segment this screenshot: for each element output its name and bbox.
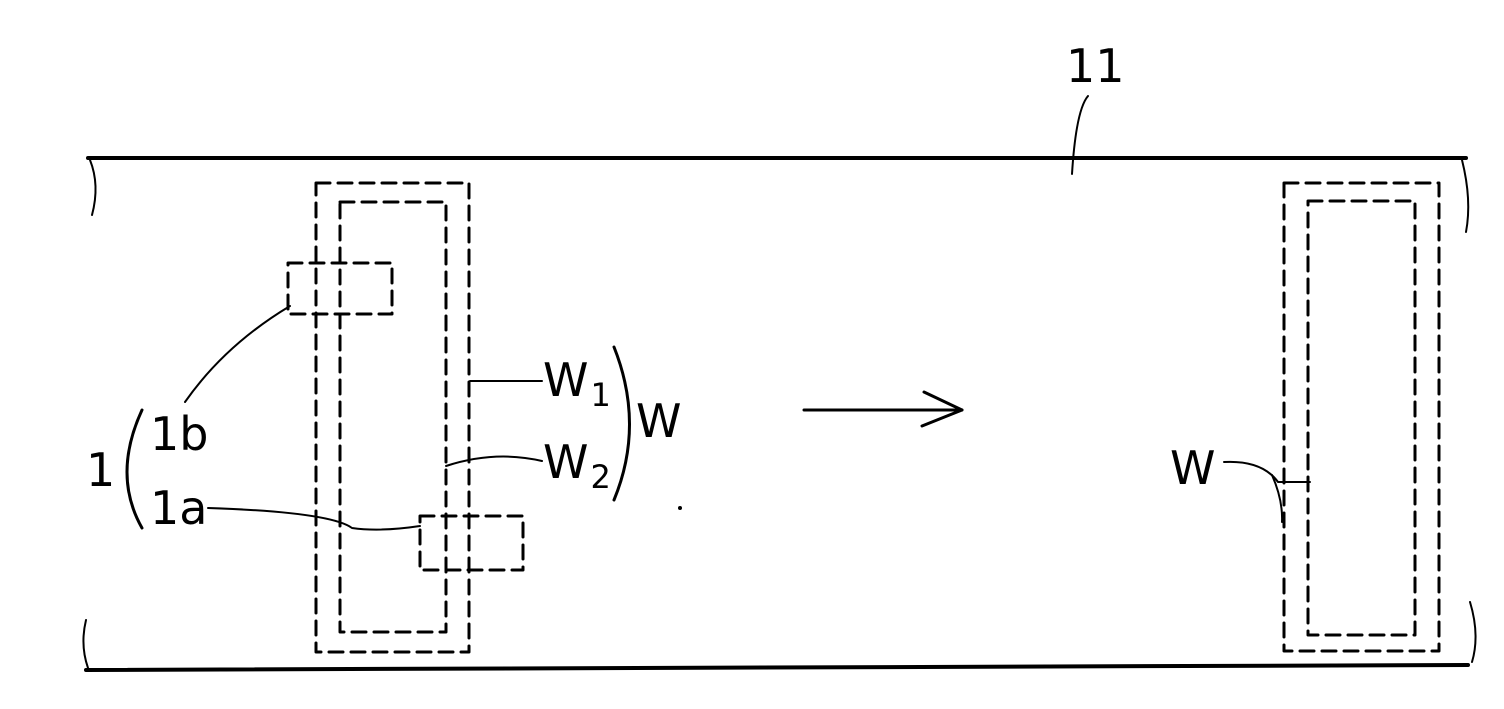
leader-1b (185, 306, 290, 402)
speck (678, 506, 682, 510)
web-break-left-bottom (83, 620, 88, 668)
web-break-right-top (1462, 160, 1468, 232)
label-11: 11 (1066, 39, 1125, 93)
workpiece-left (316, 183, 469, 652)
leader-w-right-outer (1224, 462, 1310, 482)
tape-1a-outline (420, 516, 523, 570)
label-w-group: W (636, 394, 681, 448)
label-1a: 1a (150, 481, 207, 535)
leader-1a (208, 508, 420, 530)
web-break-left-top (90, 160, 96, 215)
leader-11 (1072, 96, 1088, 174)
web-bottom-edge (86, 665, 1468, 670)
inner-dashed-outline-w2 (340, 202, 446, 632)
label-1: 1 (86, 443, 115, 497)
workpiece-right (1284, 183, 1439, 651)
label-1b: 1b (150, 407, 208, 461)
label-w2: W2 (543, 435, 611, 496)
web-break-right-bottom (1470, 602, 1476, 662)
bracket-group-1 (127, 410, 142, 528)
direction-arrow (804, 392, 962, 426)
leader-w2 (446, 457, 542, 466)
bracket-group-w (614, 347, 630, 500)
right-inner-dashed-outline (1308, 201, 1415, 635)
label-w1: W1 (543, 353, 611, 414)
label-w-right: W (1170, 441, 1215, 495)
web-strip (83, 158, 1475, 670)
